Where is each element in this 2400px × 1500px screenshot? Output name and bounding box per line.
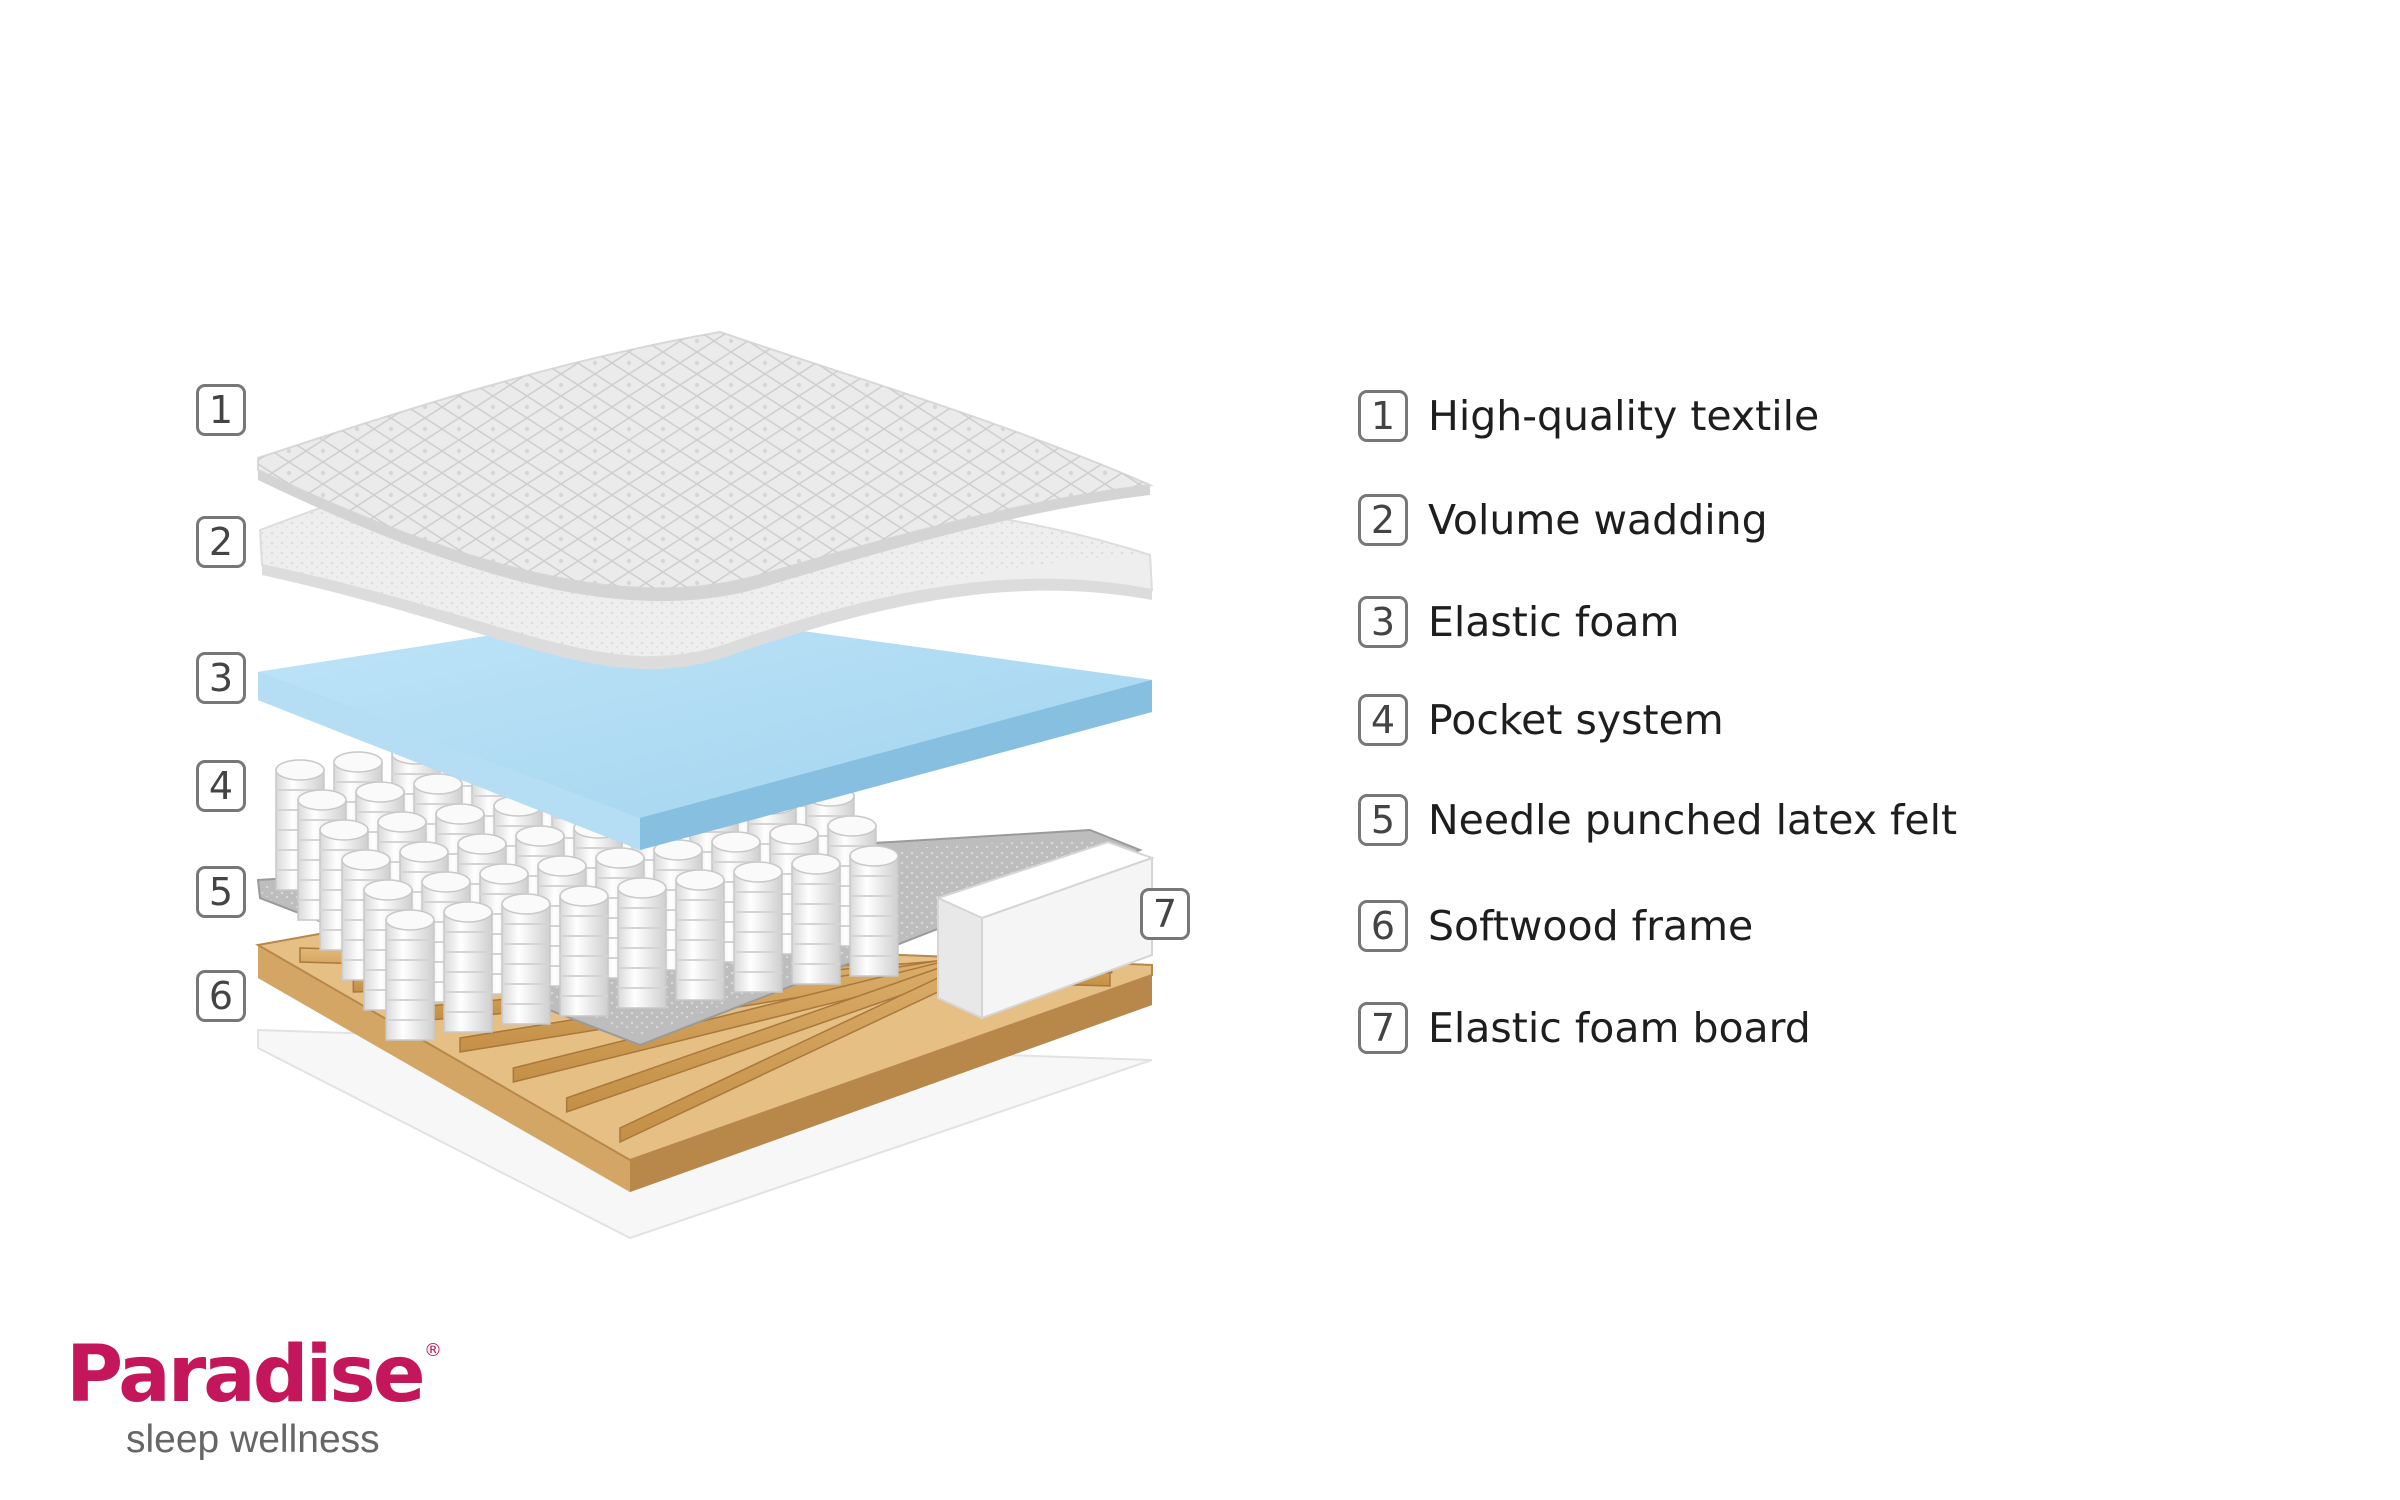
callout-badge-1: 1 — [196, 384, 246, 436]
brand-logo: Paradise ® sleep wellness — [66, 1330, 466, 1470]
pocket-spring — [791, 853, 841, 985]
callout-badge-4: 4 — [196, 760, 246, 812]
legend-label-5: Needle punched latex felt — [1428, 796, 1958, 844]
legend-item-6: 6 Softwood frame — [1358, 896, 1753, 956]
textile-layer — [257, 330, 1154, 602]
legend-label-1: High-quality textile — [1428, 392, 1820, 440]
elastic-foam-board — [935, 840, 1155, 1020]
elastic-foam-layer — [258, 610, 1152, 850]
registered-mark: ® — [424, 1340, 442, 1361]
legend-badge-7: 7 — [1358, 1002, 1408, 1054]
pocket-spring — [733, 861, 783, 993]
legend-badge-6: 6 — [1358, 900, 1408, 952]
legend-item-2: 2 Volume wadding — [1358, 490, 1768, 550]
legend-item-4: 4 Pocket system — [1358, 690, 1724, 750]
pocket-spring — [443, 901, 493, 1033]
pocket-spring — [385, 909, 435, 1041]
callout-badge-3: 3 — [196, 652, 246, 704]
legend-label-7: Elastic foam board — [1428, 1004, 1811, 1052]
callout-badge-5: 5 — [196, 866, 246, 918]
brand-tagline: sleep wellness — [126, 1418, 380, 1461]
pocket-spring — [501, 893, 551, 1025]
pocket-spring — [617, 877, 667, 1009]
pocket-spring — [559, 885, 609, 1017]
legend-label-3: Elastic foam — [1428, 598, 1680, 646]
legend-badge-5: 5 — [1358, 794, 1408, 846]
legend-label-6: Softwood frame — [1428, 902, 1754, 950]
legend-label-4: Pocket system — [1428, 696, 1724, 744]
legend-badge-4: 4 — [1358, 694, 1408, 746]
callout-badge-6: 6 — [196, 970, 246, 1022]
legend-badge-3: 3 — [1358, 596, 1408, 648]
legend-item-3: 3 Elastic foam — [1358, 592, 1679, 652]
callout-badge-2: 2 — [196, 516, 246, 568]
pocket-spring — [849, 845, 899, 977]
legend-badge-2: 2 — [1358, 494, 1408, 546]
legend-item-7: 7 Elastic foam board — [1358, 998, 1811, 1058]
legend-badge-1: 1 — [1358, 390, 1408, 442]
legend-item-1: 1 High-quality textile — [1358, 386, 1819, 446]
brand-name: Paradise — [66, 1330, 426, 1420]
legend-item-5: 5 Needle punched latex felt — [1358, 790, 1957, 850]
legend-label-2: Volume wadding — [1428, 496, 1768, 544]
callout-badge-7: 7 — [1140, 888, 1190, 940]
pocket-spring — [675, 869, 725, 1001]
